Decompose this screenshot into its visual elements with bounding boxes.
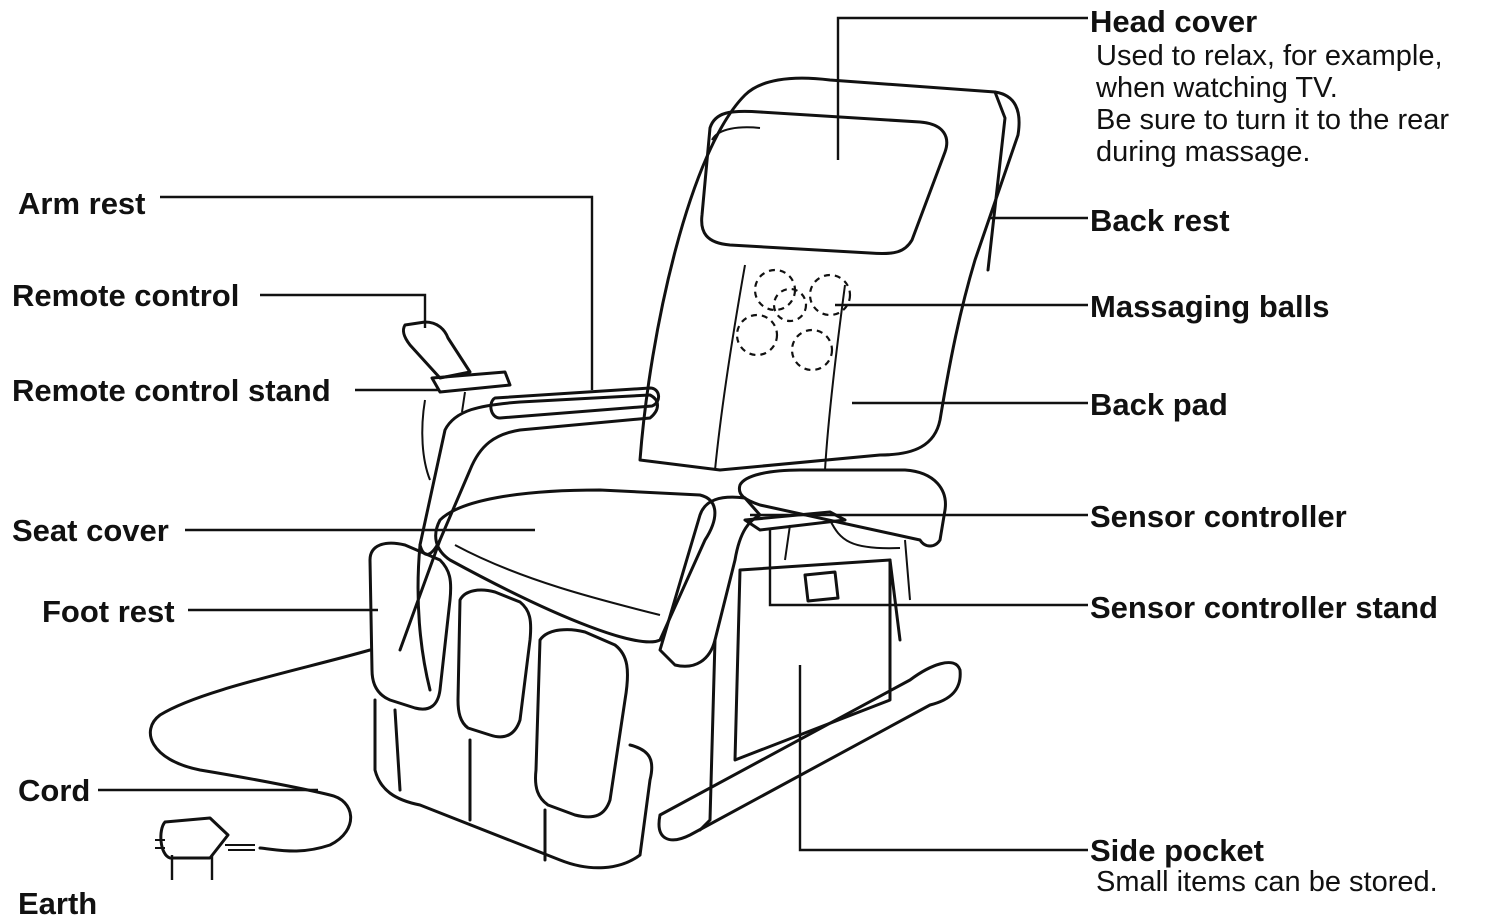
back-rest-shell: [638, 76, 1021, 472]
label-back-rest: Back rest: [1090, 203, 1230, 238]
plug: [159, 816, 230, 860]
foot-rest: [368, 541, 453, 711]
label-head-cover: Head cover: [1090, 4, 1258, 39]
side-pocket: [733, 558, 892, 762]
head-cover-description: Used to relax, for example, when watchin…: [1096, 40, 1450, 168]
leader-remote-control: [260, 293, 427, 328]
label-massaging-balls: Massaging balls: [1090, 289, 1330, 324]
leader-lines: [98, 16, 1088, 880]
label-arm-rest: Arm rest: [18, 186, 146, 221]
massaging-ball: [790, 328, 834, 372]
left-arm-rest: [418, 393, 659, 556]
leader-head-cover: [836, 16, 1088, 160]
remote-control-stand: [430, 370, 512, 394]
massaging-ball: [808, 273, 852, 317]
label-remote-control-stand: Remote control stand: [12, 373, 331, 408]
label-sensor-controller-stand: Sensor controller stand: [1090, 590, 1438, 625]
massaging-ball: [735, 313, 779, 357]
label-sensor-controller: Sensor controller: [1090, 499, 1347, 534]
label-foot-rest: Foot rest: [42, 594, 175, 629]
leader-arm-rest: [160, 195, 594, 390]
label-cord: Cord: [18, 773, 91, 808]
leader-sensor-controller-stand: [768, 530, 1088, 607]
head-cover-pillow: [700, 109, 949, 256]
label-side-pocket: Side pocket: [1090, 833, 1264, 868]
label-remote-control: Remote control: [12, 278, 240, 313]
leader-plug: [170, 855, 214, 880]
right-arm-rest: [737, 468, 947, 548]
seat-cover: [434, 488, 717, 644]
label-back-pad: Back pad: [1090, 387, 1228, 422]
massaging-ball: [753, 268, 797, 312]
side-pocket-description: Small items can be stored.: [1096, 866, 1438, 898]
leader-side-pocket: [798, 665, 1088, 852]
label-seat-cover: Seat cover: [12, 513, 169, 548]
cord: [149, 648, 372, 853]
base-rail: [657, 661, 962, 842]
massaging-ball: [772, 287, 808, 323]
remote-control: [401, 320, 472, 380]
chair-drawing: [149, 76, 1021, 870]
label-bottom-left-cropped: Earth: [18, 886, 98, 921]
